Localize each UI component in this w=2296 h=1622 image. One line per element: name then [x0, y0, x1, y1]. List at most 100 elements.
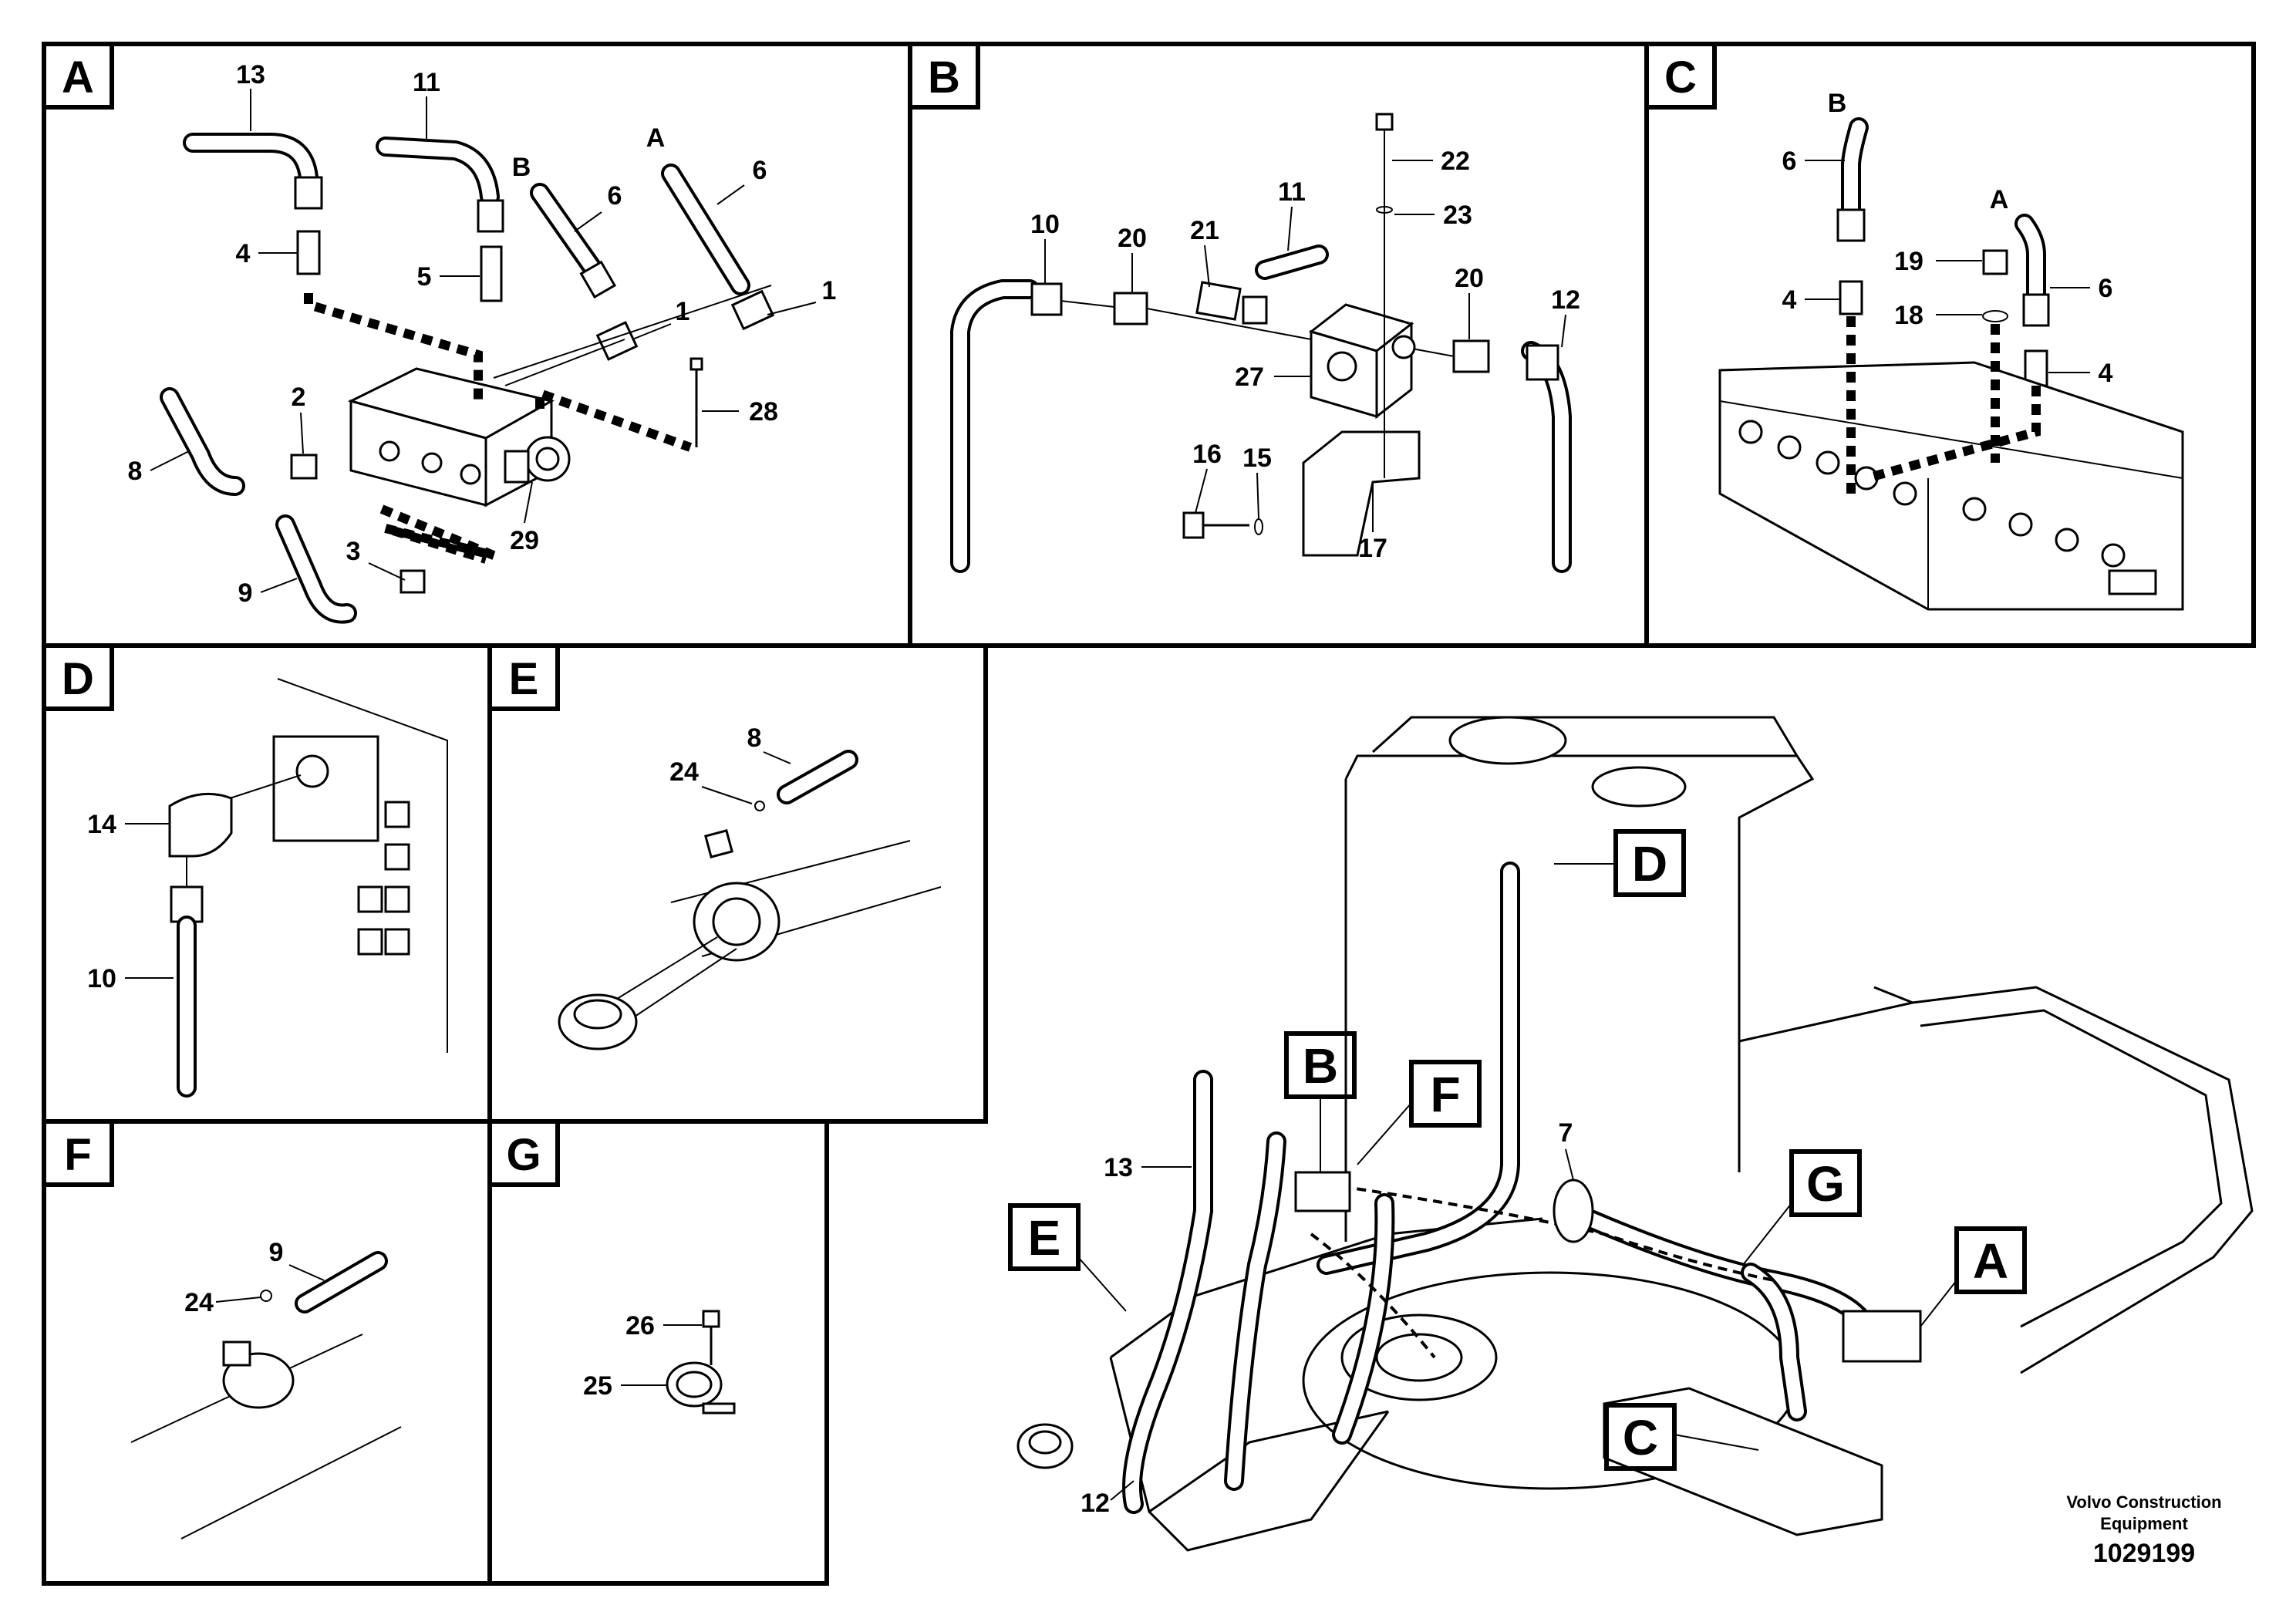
panel-d-letter: D [62, 654, 94, 704]
panel-a-artwork [160, 133, 775, 624]
callout-f-24: 24 [184, 1288, 214, 1317]
company-line-2: Equipment [2100, 1514, 2188, 1533]
callout-a-5: 5 [417, 262, 432, 292]
overview-callout-13: 13 [1104, 1153, 1133, 1182]
overview-label-f: F [1430, 1067, 1460, 1122]
footer: Volvo Construction Equipment 1029199 [2066, 1492, 2221, 1568]
panel-b-letter-box [908, 42, 980, 110]
callout-b-10: 10 [1030, 210, 1060, 239]
callout-a-28: 28 [749, 397, 778, 427]
panel-a-letter-box [42, 42, 114, 110]
callout-e-8: 8 [747, 723, 762, 753]
overview-c-box [1604, 1403, 1677, 1471]
callout-c-6-right: 6 [2099, 274, 2113, 303]
panel-e-callouts: 8 24 [669, 723, 791, 804]
callout-c-4-left: 4 [1782, 285, 1797, 315]
panel-e-letter-box [487, 643, 560, 711]
panel-b-callouts: 22 23 10 20 21 11 20 12 27 16 15 17 [1030, 147, 1580, 563]
callout-a-4: 4 [236, 239, 251, 268]
callout-c-a: A [1990, 185, 2009, 214]
panel-e-letter: E [509, 654, 539, 704]
panel-a-callouts: 13 11 B 6 A 6 4 5 1 1 2 28 8 29 3 9 [128, 60, 837, 608]
panel-b-artwork [950, 113, 1572, 573]
overview-label-b: B [1303, 1038, 1338, 1094]
callout-a-8: 8 [128, 457, 143, 486]
overview-label-a: A [1973, 1233, 2008, 1289]
panel-g-callouts: 26 25 [583, 1311, 702, 1401]
callout-c-18: 18 [1894, 301, 1923, 330]
panel-g-letter-box [487, 1119, 560, 1187]
panel-d-letter-box [42, 643, 114, 711]
callout-g-26: 26 [625, 1311, 655, 1340]
overview-f-box [1409, 1060, 1482, 1128]
panel-f-artwork [130, 1251, 402, 1539]
overview-callout-12: 12 [1081, 1489, 1110, 1518]
callout-a-a: A [646, 123, 666, 153]
callout-d-14: 14 [87, 810, 116, 839]
callout-a-3: 3 [346, 537, 361, 566]
callout-b-23: 23 [1443, 201, 1472, 230]
callout-c-19: 19 [1894, 247, 1923, 276]
overview-label-c: C [1623, 1410, 1658, 1465]
overview-g-box [1789, 1149, 1862, 1217]
panel-d-callouts: 14 10 [87, 810, 174, 993]
panel-g-frame [487, 1119, 829, 1586]
callout-a-13: 13 [236, 60, 265, 89]
callout-a-b: B [512, 153, 531, 182]
panel-frames [42, 42, 2256, 1586]
callout-b-16: 16 [1192, 440, 1222, 469]
panel-b-letter: B [928, 52, 960, 103]
overview-e-box [1008, 1203, 1081, 1271]
panel-letter-boxes: A B C D E F G [42, 42, 1717, 1187]
drawing-number: 1029199 [2093, 1539, 2195, 1568]
overview-label-boxes: D B F 7 G A E C 13 12 [1008, 829, 2027, 1518]
panel-f-frame [42, 1119, 492, 1586]
callout-b-12: 12 [1551, 285, 1580, 315]
panel-g-letter: G [506, 1130, 541, 1180]
panel-g-artwork [666, 1310, 736, 1415]
callout-b-20-right: 20 [1455, 264, 1484, 293]
callout-b-21: 21 [1190, 216, 1219, 245]
panel-e-artwork [558, 750, 942, 1050]
panel-c-letter: C [1664, 52, 1697, 103]
panel-d-artwork [168, 678, 448, 1098]
overview-label-g: G [1806, 1156, 1845, 1212]
panel-c-frame [1644, 42, 2256, 648]
callout-a-9: 9 [238, 578, 253, 608]
panel-f-callouts: 9 24 [184, 1238, 325, 1317]
overview-label-d: D [1632, 836, 1667, 892]
callout-c-6-top: 6 [1782, 147, 1797, 176]
callout-b-15: 15 [1242, 443, 1272, 473]
callout-a-1-right: 1 [822, 276, 837, 305]
callout-c-b: B [1828, 89, 1847, 118]
overview-label-e: E [1028, 1210, 1061, 1266]
callout-b-27: 27 [1235, 363, 1264, 392]
callout-a-2: 2 [292, 383, 306, 412]
callout-b-22: 22 [1441, 147, 1470, 176]
panel-f-letter-box [42, 1119, 114, 1187]
company-line-1: Volvo Construction [2066, 1492, 2221, 1512]
panel-a-letter: A [62, 52, 94, 103]
panel-d-frame [42, 643, 492, 1124]
callout-a-11: 11 [413, 68, 440, 97]
callout-f-9: 9 [269, 1238, 284, 1267]
callout-a-6-right: 6 [753, 156, 767, 185]
overview-a-box [1954, 1226, 2027, 1294]
callout-a-1-left: 1 [676, 297, 690, 326]
callout-g-25: 25 [583, 1371, 612, 1401]
callout-b-20-left: 20 [1118, 224, 1147, 253]
panel-c-letter-box [1644, 42, 1717, 110]
panel-c-callouts: B 6 A 19 6 4 18 4 [1782, 89, 2113, 388]
callout-b-17: 17 [1358, 534, 1387, 563]
panel-c-artwork [1718, 117, 2184, 611]
callout-c-4-right: 4 [2099, 359, 2113, 388]
callout-e-24: 24 [669, 757, 699, 787]
callout-d-10: 10 [87, 964, 116, 993]
callout-a-6-left: 6 [608, 181, 622, 211]
overview-callout-7: 7 [1559, 1118, 1573, 1148]
callout-b-11: 11 [1278, 177, 1306, 207]
panel-f-letter: F [64, 1130, 91, 1180]
callout-a-29: 29 [510, 526, 539, 555]
